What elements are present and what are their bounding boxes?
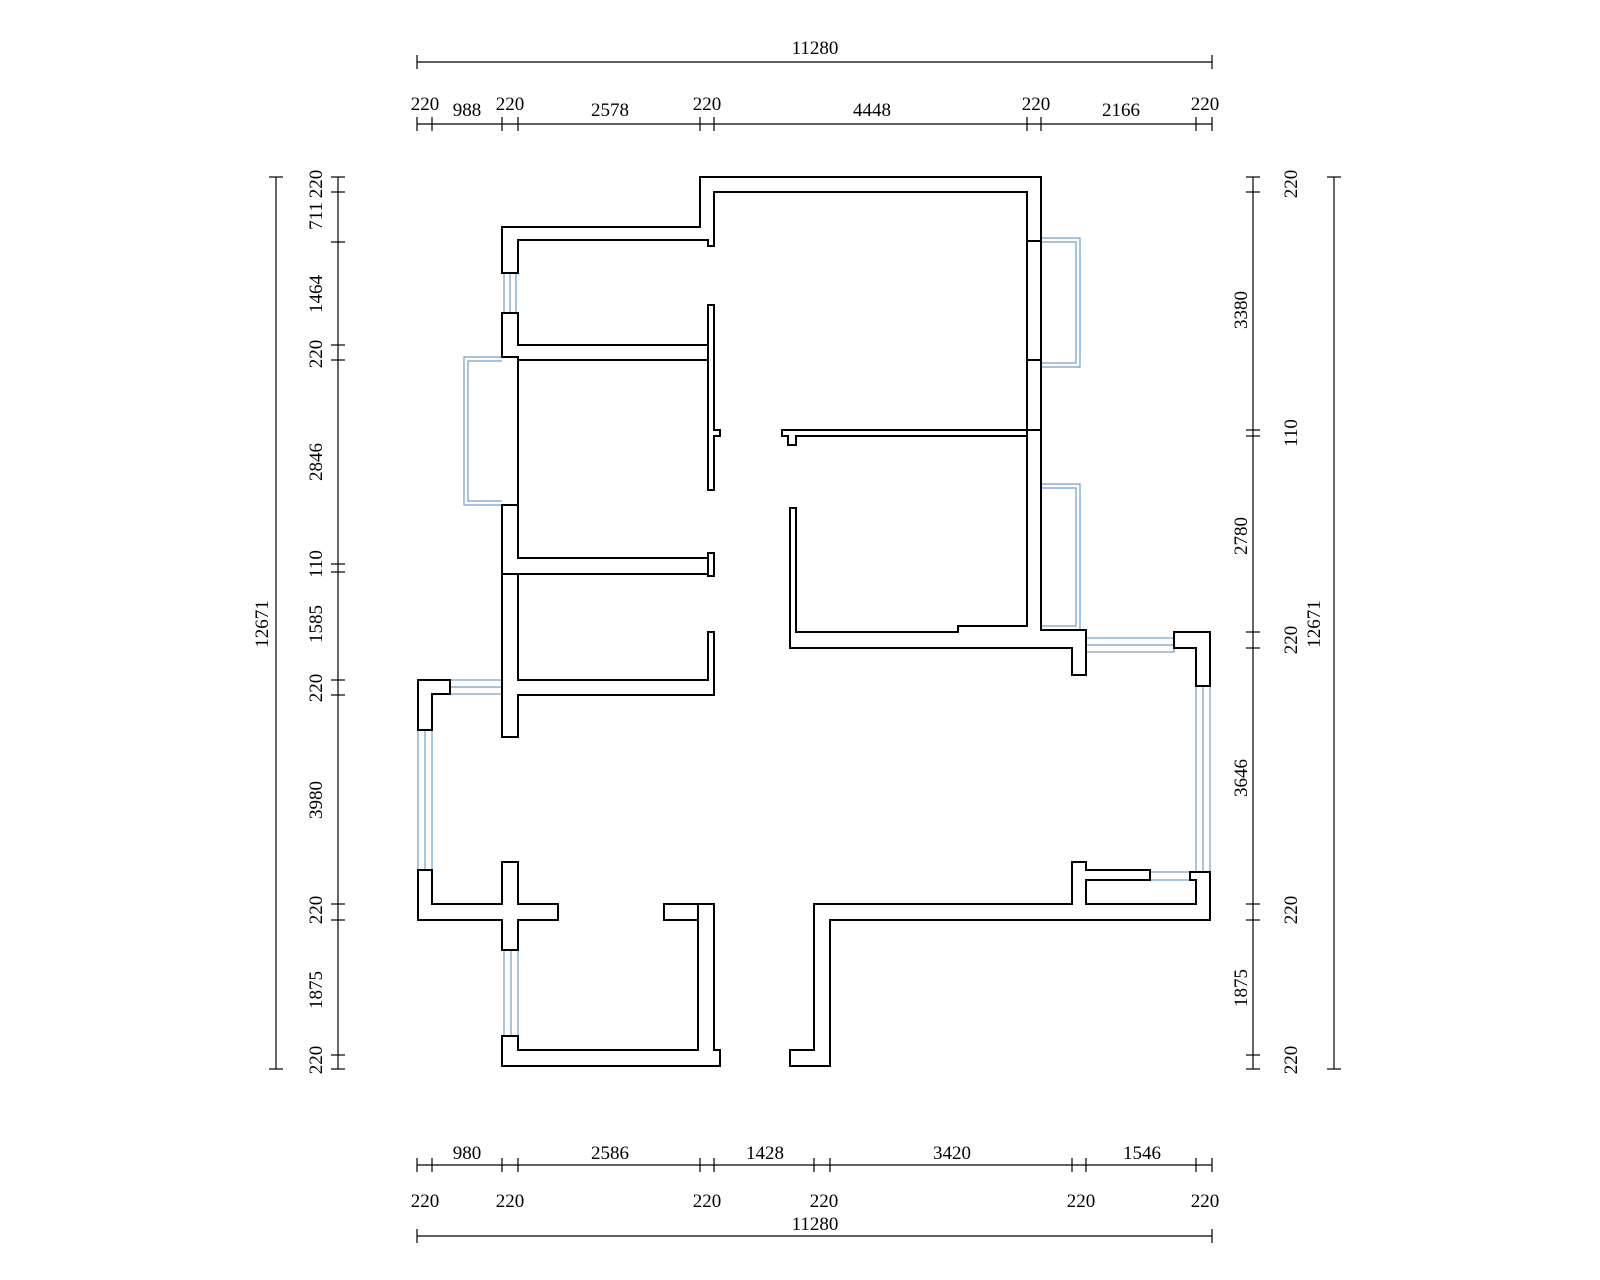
bottom-wall-label: 220 — [810, 1191, 839, 1212]
bottom-wall-label: 220 — [693, 1191, 722, 1212]
wall-right-corner — [1173, 631, 1211, 687]
walls — [417, 176, 1211, 1067]
left-dim-label: 1875 — [306, 971, 327, 1009]
dimension-lines — [269, 55, 1341, 1243]
bay-window-left — [463, 356, 502, 506]
left-dim-label: 220 — [306, 674, 327, 703]
bottom-wall-label: 220 — [496, 1191, 525, 1212]
bottom-wall-label: 220 — [411, 1191, 440, 1212]
top-dim-label: 988 — [453, 100, 482, 121]
wall-bottom-right — [789, 861, 1211, 1067]
left-dim-label: 2846 — [306, 443, 327, 481]
top-dim-label: 220 — [1191, 94, 1220, 115]
wall-left-bedroom — [501, 312, 709, 667]
right-dim-label: 220 — [1281, 626, 1302, 655]
left-dim-label: 220 — [306, 1046, 327, 1075]
bottom-dim-label: 3420 — [933, 1143, 971, 1164]
left-dim-label: 1585 — [306, 605, 327, 643]
wall-center-upper — [707, 304, 721, 491]
wall-right-mid-room — [789, 429, 1087, 676]
right-dim-label: 110 — [1281, 419, 1302, 447]
left-dim-label: 220 — [306, 170, 327, 199]
bottom-dim-label: 2586 — [591, 1143, 629, 1164]
top-dim-label: 220 — [411, 94, 440, 115]
dimension-labels: 11280 220 988 220 2578 220 4448 220 2166… — [252, 38, 1325, 1235]
right-dim-label: 220 — [1281, 170, 1302, 199]
bottom-dim-label: 1428 — [746, 1143, 784, 1164]
bottom-total-label: 11280 — [792, 1214, 839, 1235]
right-dim-label: 2780 — [1231, 517, 1252, 555]
bottom-dim-label: 1546 — [1123, 1143, 1161, 1164]
wall-center-mid — [707, 552, 715, 577]
top-total-label: 11280 — [792, 38, 839, 59]
wall-bottom-left-room — [501, 903, 721, 1067]
right-dim-label: 220 — [1281, 896, 1302, 925]
left-dim-label: 220 — [306, 896, 327, 925]
wall-left-lower-room — [501, 573, 715, 738]
top-dim-label: 220 — [693, 94, 722, 115]
wall-right-upper — [1026, 240, 1042, 368]
top-dim-label: 2578 — [591, 100, 629, 121]
bottom-wall-label: 220 — [1191, 1191, 1220, 1212]
top-dim-label: 220 — [496, 94, 525, 115]
wall-left-outer — [417, 679, 451, 731]
bay-window-right-lower — [1041, 483, 1081, 631]
bottom-wall-label: 220 — [1067, 1191, 1096, 1212]
left-dim-label: 1464 — [306, 275, 327, 314]
right-total-label: 12671 — [1304, 600, 1325, 648]
top-dim-label: 4448 — [853, 100, 891, 121]
left-dim-label: 110 — [306, 550, 327, 578]
top-dim-label: 2166 — [1102, 100, 1140, 121]
bottom-dim-label: 980 — [453, 1143, 482, 1164]
left-dim-label: 220 — [306, 340, 327, 369]
right-dim-label: 220 — [1281, 1046, 1302, 1075]
bay-window-right-upper — [1041, 237, 1081, 368]
right-dim-label: 3380 — [1231, 291, 1252, 329]
top-dim-label: 220 — [1022, 94, 1051, 115]
wall-bedroom-divider — [781, 429, 1028, 446]
window-right-small — [1149, 871, 1191, 881]
wall-top-bedroom — [501, 176, 1042, 274]
right-dim-label: 1875 — [1231, 969, 1252, 1007]
left-dim-label: 3980 — [306, 781, 327, 819]
left-dim-label: 711 — [306, 202, 327, 230]
left-total-label: 12671 — [252, 600, 273, 648]
right-dim-label: 3646 — [1231, 759, 1252, 797]
wall-left-bottom — [417, 861, 559, 951]
